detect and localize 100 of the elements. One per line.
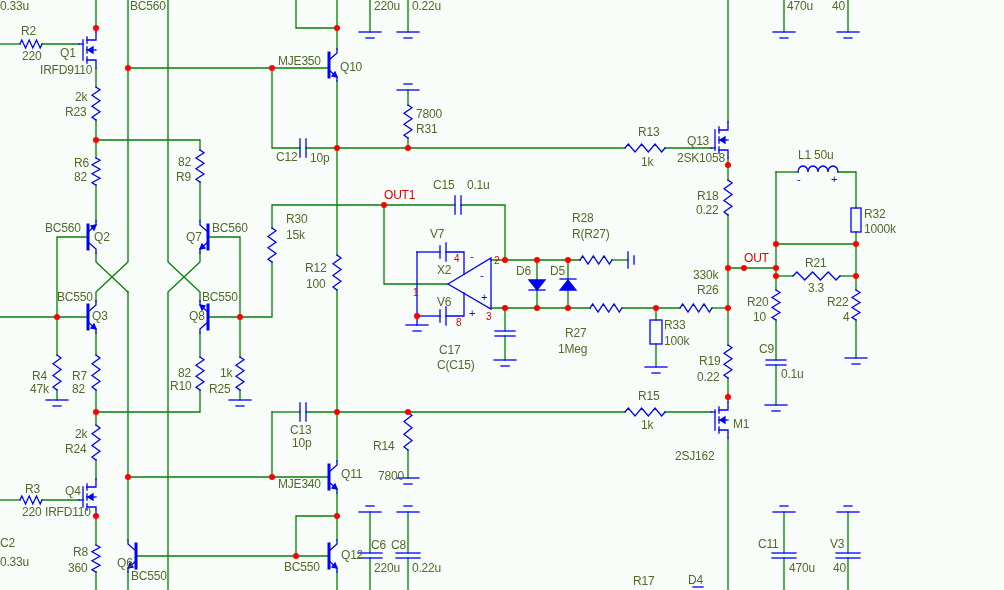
component-label: R27 [565, 327, 587, 340]
component-label: Q10 [340, 61, 363, 74]
component-label: 0.22 [697, 371, 720, 384]
component-label: R31 [416, 123, 438, 136]
component-label: C6 [371, 539, 386, 552]
component-label: 100 [306, 278, 326, 291]
pin-number: 3 [486, 310, 492, 323]
component-label: R6 [74, 157, 89, 170]
component-label: V6 [437, 296, 452, 309]
polarity-sign: - [797, 173, 801, 186]
component-label: BC550 [284, 561, 320, 574]
component-label: 1000k [864, 223, 896, 236]
component-label: R23 [65, 106, 87, 119]
component-label: Q8 [189, 310, 205, 323]
component-label: R24 [65, 443, 87, 456]
component-label: R15 [638, 390, 660, 403]
component-label: Q4 [65, 485, 81, 498]
component-label: 1k [220, 367, 233, 380]
component-label: 10p [310, 152, 330, 165]
component-label: R33 [664, 319, 686, 332]
component-label: R9 [176, 171, 191, 184]
component-label: BC560 [212, 222, 248, 235]
component-label: X2 [437, 264, 452, 277]
component-label: D5 [550, 265, 565, 278]
component-label: 0.1u [467, 179, 490, 192]
polarity-sign: + [831, 173, 838, 186]
component-label: IRFD110 [45, 506, 91, 519]
pin-number: 1 [413, 286, 419, 299]
component-label: 220 [22, 506, 42, 519]
component-label: R26 [697, 284, 719, 297]
component-label: 2k [75, 428, 88, 441]
component-label: R17 [633, 575, 655, 588]
component-label: M1 [733, 418, 750, 431]
component-label: R4 [32, 370, 47, 383]
component-label: 1k [641, 419, 654, 432]
component-label: 82 [178, 156, 191, 169]
component-label: 40 [833, 562, 846, 575]
component-label: 82 [178, 367, 191, 380]
component-label: C9 [759, 343, 774, 356]
component-label: Q7 [186, 231, 202, 244]
component-label: 2SJ162 [675, 450, 715, 463]
component-label: R3 [25, 483, 40, 496]
component-label: 220u [374, 0, 400, 13]
net-label: OUT [744, 252, 769, 265]
component-label: C(C15) [437, 359, 475, 372]
component-label: R25 [209, 383, 231, 396]
component-label: R18 [697, 190, 719, 203]
component-label: 1k [641, 156, 654, 169]
component-label: Q13 [687, 135, 710, 148]
component-label: R7 [72, 370, 87, 383]
pin-number: 2 [494, 254, 500, 267]
net-label: OUT1 [384, 189, 416, 202]
component-label: 220 [22, 50, 42, 63]
component-label: 2SK1058 [677, 152, 725, 165]
component-label: BC550 [57, 291, 93, 304]
component-label: 7800 [416, 108, 442, 121]
component-label: 82 [74, 171, 87, 184]
component-label: C11 [758, 538, 779, 551]
component-label: 0.22 [696, 204, 719, 217]
component-label: R30 [286, 213, 308, 226]
component-label: V3 [830, 538, 845, 551]
component-label: 3.3 [808, 282, 825, 295]
component-label: 330k [693, 269, 719, 282]
component-label: Q11 [341, 468, 363, 481]
component-label: V7 [430, 228, 445, 241]
component-label: R32 [864, 208, 886, 221]
component-label: Q2 [94, 231, 110, 244]
component-label: 10p [292, 437, 312, 450]
component-label: R22 [827, 296, 849, 309]
component-label: R8 [73, 546, 88, 559]
component-label: R14 [373, 440, 395, 453]
component-label: 47k [30, 383, 49, 396]
component-label: 0.1u [781, 368, 804, 381]
component-label: 470u [787, 0, 813, 13]
component-label: 7800 [378, 470, 404, 483]
pin-number: 8 [456, 316, 462, 329]
component-label: R(R27) [572, 228, 610, 241]
component-label: D4 [688, 574, 703, 587]
component-label: BC550 [202, 291, 238, 304]
component-label: 100k [664, 335, 690, 348]
component-label: R20 [747, 296, 769, 309]
component-label: MJE350 [278, 55, 321, 68]
component-label: R21 [805, 257, 827, 270]
polarity-sign: + [469, 307, 476, 320]
component-label: 220u [374, 562, 400, 575]
component-label: Q1 [60, 47, 76, 60]
component-label: L1 50u [798, 149, 834, 162]
component-label: Q3 [92, 310, 108, 323]
component-label: 0.33u [0, 0, 30, 13]
component-label: Q12 [341, 549, 364, 562]
component-label: R2 [21, 25, 36, 38]
component-label: C15 [433, 179, 455, 192]
component-label: 0.33u [0, 556, 30, 569]
component-label: 15k [286, 229, 305, 242]
component-label: C12 [276, 151, 298, 164]
component-label: R10 [170, 380, 192, 393]
component-label: D6 [516, 265, 531, 278]
component-label: 0.22u [412, 0, 442, 13]
component-label: R13 [638, 126, 660, 139]
polarity-sign: - [480, 269, 484, 282]
